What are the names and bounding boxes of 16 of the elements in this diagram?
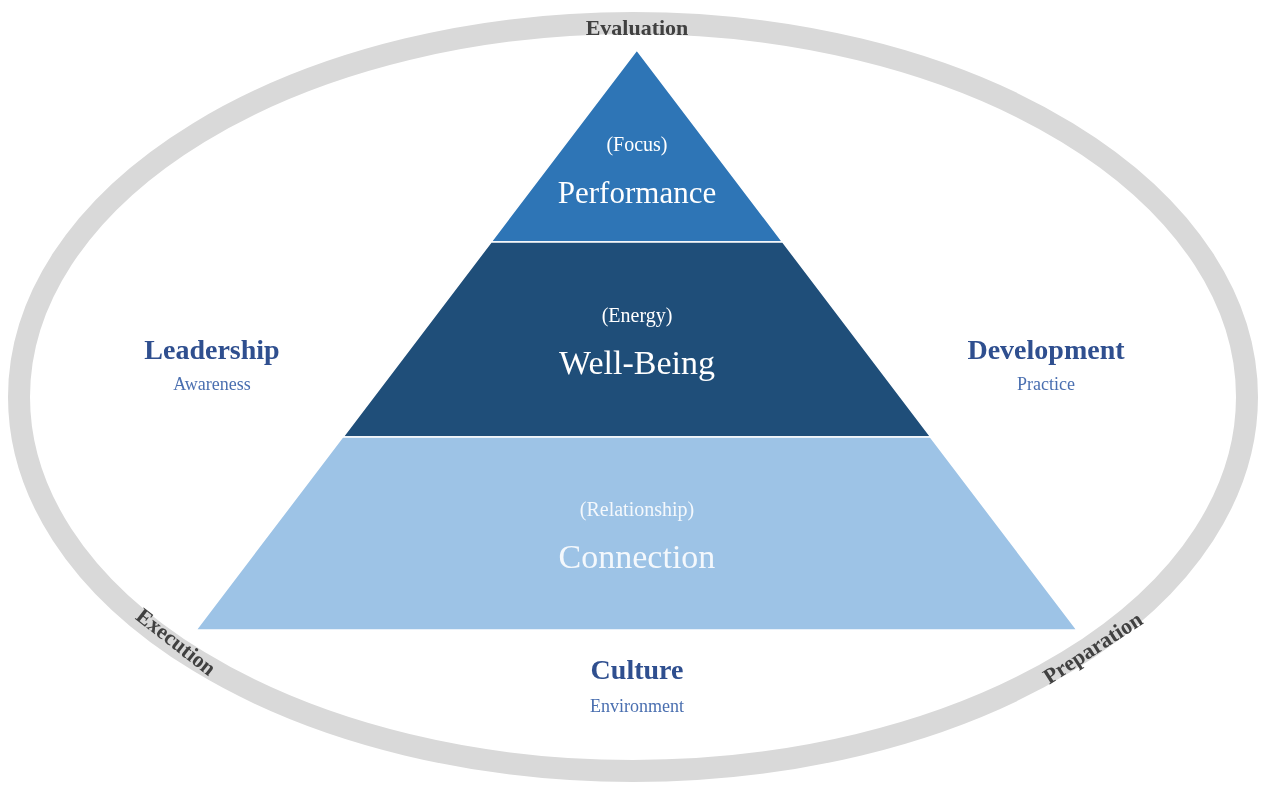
tier-subtitle: (Energy) [601,304,673,325]
tier-subtitle: (Focus) [606,134,668,155]
side-subheading: Environment [590,697,684,715]
tier-title: Connection [558,539,716,574]
side-heading: Culture [590,656,684,684]
side-heading: Development [967,336,1125,364]
tier-title: Well-Being [559,345,715,380]
cycle-ring [8,12,1258,782]
pyramid-tier [343,242,931,437]
tier-title: Performance [557,176,717,208]
side-heading: Leadership [144,336,280,364]
ring-label: Evaluation [585,17,689,39]
side-subheading: Practice [1017,375,1075,393]
side-subheading: Awareness [173,375,251,393]
pyramid-top-tier [491,50,783,242]
tier-subtitle: (Relationship) [579,498,695,519]
